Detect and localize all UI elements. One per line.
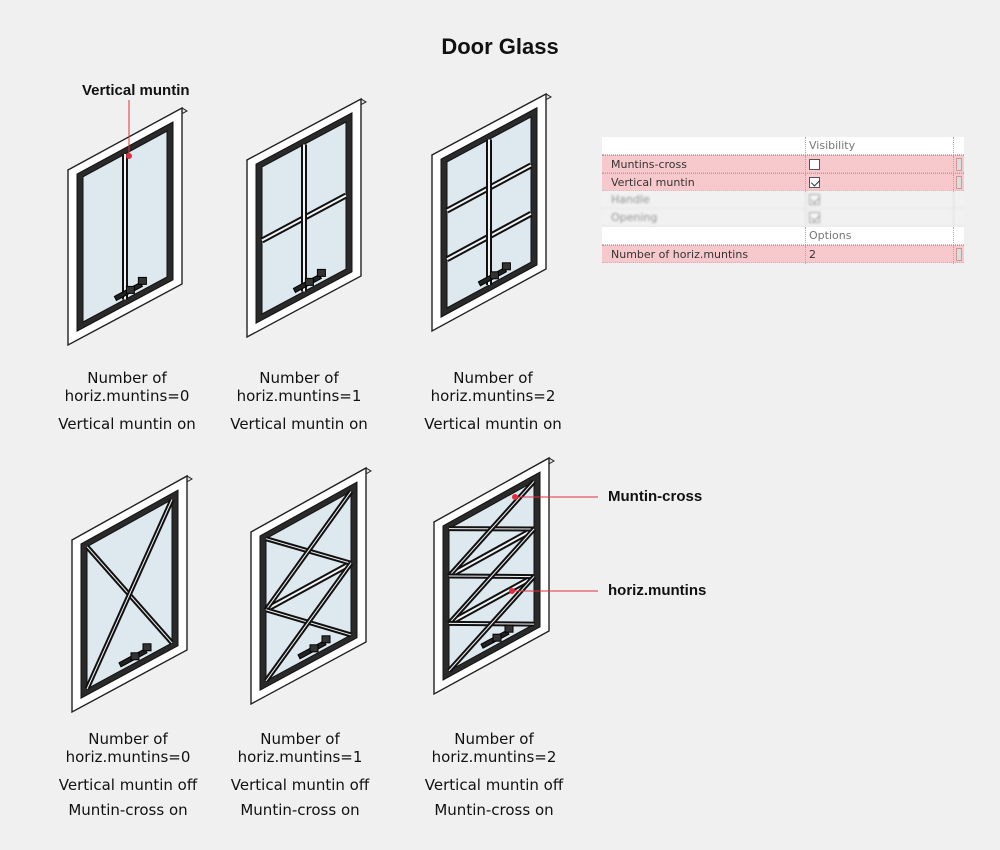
caption-line: horiz.muntins=2 [431, 748, 557, 766]
property-name: Handle [611, 193, 650, 206]
section-label: Visibility [805, 137, 953, 155]
muntins-cross-checkbox[interactable] [809, 159, 820, 170]
door-1 [66, 106, 189, 347]
muntin-cross-diagonal-highlight [265, 562, 352, 682]
property-name: Vertical muntin [611, 176, 695, 189]
property-row-horiz-muntins[interactable]: Number of horiz.muntins 2 [602, 245, 964, 264]
scrollbar[interactable] [953, 156, 964, 174]
door-5 [250, 466, 372, 706]
vertical-muntin-callout: Vertical muntin [82, 82, 190, 99]
property-row-handle[interactable]: Handle [602, 191, 964, 209]
handle-rose [504, 624, 514, 633]
caption-door-5: Number of horiz.muntins=1 Vertical munti… [210, 730, 390, 819]
door-4 [71, 474, 193, 714]
caption-line: Number of [453, 369, 533, 387]
caption-line: horiz.muntins=2 [430, 387, 556, 405]
muntin-cross-diagonal-highlight [86, 499, 173, 690]
vertical-muntin-checkbox[interactable] [809, 177, 820, 188]
caption-line: Vertical muntin off [230, 776, 370, 794]
caption-door-1: Number of horiz.muntins=0 Vertical munti… [37, 369, 217, 433]
horiz-muntin-highlight [448, 575, 535, 625]
muntin-cross-diagonal-highlight [265, 491, 352, 611]
page-title: Door Glass [441, 34, 559, 59]
caption-line: horiz.muntins=1 [236, 387, 362, 405]
caption-line: Muntin-cross on [240, 801, 360, 819]
scrollbar[interactable] [953, 246, 964, 264]
caption-line: Number of [87, 369, 167, 387]
handle-rose [501, 262, 511, 271]
caption-line: Vertical muntin on [230, 415, 368, 433]
horiz-muntin-highlight [265, 562, 352, 611]
caption-line: Vertical muntin off [58, 776, 198, 794]
options-section-header: Options [602, 227, 964, 245]
door-2 [245, 97, 368, 339]
property-row-vertical-muntin[interactable]: Vertical muntin [602, 173, 964, 192]
caption-line: horiz.muntins=0 [65, 748, 191, 766]
muntin-cross-diagonal-highlight [448, 528, 535, 624]
handle-rose [309, 644, 319, 653]
caption-line: Number of [454, 730, 534, 748]
handle-checkbox[interactable] [809, 194, 820, 205]
muntin-cross-diagonal-highlight [448, 576, 535, 672]
horiz-muntins-value[interactable]: 2 [805, 246, 953, 264]
caption-door-3: Number of horiz.muntins=2 Vertical munti… [403, 369, 583, 433]
scrollbar[interactable] [953, 209, 964, 227]
handle-rose [492, 633, 502, 642]
scrollbar[interactable] [953, 227, 964, 245]
caption-line: Vertical muntin on [424, 415, 562, 433]
scrollbar[interactable] [953, 137, 964, 155]
caption-line: Number of [260, 730, 340, 748]
caption-line: Muntin-cross on [68, 801, 188, 819]
handle-rose [304, 277, 314, 286]
callout-lines [126, 100, 598, 594]
caption-door-2: Number of horiz.muntins=1 Vertical munti… [209, 369, 389, 433]
horiz-muntin-highlight [448, 528, 535, 577]
opening-checkbox[interactable] [809, 212, 820, 223]
handle-rose [137, 276, 147, 285]
caption-line: Muntin-cross on [434, 801, 554, 819]
caption-line: horiz.muntins=1 [237, 748, 363, 766]
property-name: Number of horiz.muntins [611, 248, 749, 261]
visibility-section-header: Visibility [602, 137, 964, 155]
caption-door-4: Number of horiz.muntins=0 Vertical munti… [38, 730, 218, 819]
property-name: Opening [611, 211, 658, 224]
doors-layer [66, 92, 555, 714]
handle-rose [130, 652, 140, 661]
handle-rose [489, 271, 499, 280]
horiz-muntins-dot [509, 588, 515, 594]
caption-door-6: Number of horiz.muntins=2 Vertical munti… [404, 730, 584, 819]
caption-line: Vertical muntin off [424, 776, 564, 794]
handle-rose [125, 285, 135, 294]
muntin-cross-callout: Muntin-cross [608, 488, 703, 505]
section-label: Options [805, 227, 953, 245]
door-3 [430, 92, 553, 333]
door-6 [433, 456, 555, 696]
caption-line: Vertical muntin on [58, 415, 196, 433]
properties-panel: Visibility Muntins-cross Vertical muntin… [602, 137, 964, 264]
property-row-muntins-cross[interactable]: Muntins-cross [602, 155, 964, 174]
handle-rose [321, 635, 331, 644]
handle-rose [142, 643, 152, 652]
caption-line: Number of [88, 730, 168, 748]
property-row-opening[interactable]: Opening [602, 209, 964, 227]
scrollbar[interactable] [953, 174, 964, 192]
muntin-cross-dot [512, 494, 518, 500]
caption-line: horiz.muntins=0 [64, 387, 190, 405]
scrollbar[interactable] [953, 191, 964, 209]
property-name: Muntins-cross [611, 158, 687, 171]
vertical-muntin-dot [126, 153, 132, 159]
horiz-muntins-callout: horiz.muntins [608, 582, 707, 599]
caption-line: Number of [259, 369, 339, 387]
handle-rose [316, 268, 326, 277]
